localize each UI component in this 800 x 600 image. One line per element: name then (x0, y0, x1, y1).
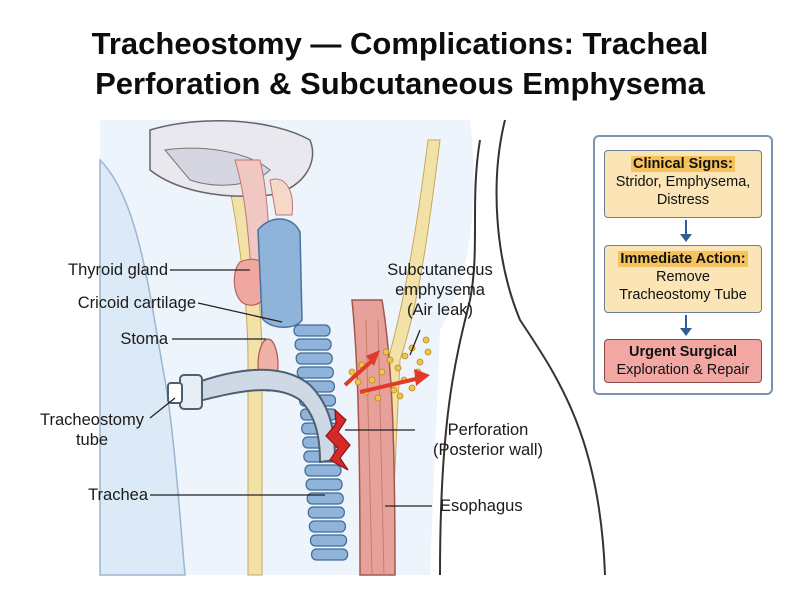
air-bubble (354, 378, 362, 386)
air-bubble (374, 394, 382, 402)
label-perforation-line-1: Perforation (447, 421, 529, 439)
flow-arrow-1-head (680, 234, 692, 242)
flow-step-immediate-action: Immediate Action: Remove Tracheostomy Tu… (604, 245, 762, 313)
label-perforation: Perforation (Posterior wall) (418, 420, 558, 460)
flow-step-2-line-2: Tracheostomy Tube (619, 287, 747, 303)
air-bubble (382, 348, 390, 356)
leader-tube (149, 397, 176, 419)
air-bubble (394, 364, 402, 372)
air-bubble (424, 348, 432, 356)
management-flowchart: Clinical Signs: Stridor, Emphysema, Dist… (593, 135, 773, 395)
label-subcutaneous-line-2: emphysema (395, 281, 485, 299)
leader-emphysema (409, 329, 421, 356)
trachea-ring (295, 352, 333, 365)
tube-flange (179, 374, 203, 410)
posterior-tissue (99, 158, 186, 576)
title-line-2: Perforation & Subcutaneous Emphysema (95, 66, 705, 101)
flow-step-urgent-surgical: Urgent Surgical Exploration & Repair (604, 339, 762, 383)
label-tracheostomy-line-2: tube (75, 431, 109, 449)
label-stoma: Stoma (120, 330, 168, 348)
air-bubble (386, 356, 394, 364)
trachea-ring (296, 366, 334, 379)
trachea-ring (311, 548, 349, 561)
trachea-ring (294, 338, 332, 351)
air-leak-arrow (359, 376, 421, 394)
air-bubble (390, 386, 398, 394)
flow-step-2-head: Immediate Action: (618, 251, 748, 267)
air-bubble (378, 368, 386, 376)
label-subcutaneous-line-3: (Air leak) (406, 301, 473, 319)
trachea-ring (307, 506, 345, 519)
flow-step-clinical-signs: Clinical Signs: Stridor, Emphysema, Dist… (604, 150, 762, 218)
skin-contour (439, 139, 481, 576)
flow-step-1-line-2: Distress (656, 192, 710, 208)
flow-step-2-line-1: Remove (656, 269, 710, 285)
air-bubble (348, 368, 356, 376)
label-trachea: Trachea (88, 486, 148, 504)
title-line-1: Tracheostomy — Complications: Tracheal (91, 26, 709, 61)
trachea-ring (306, 492, 344, 505)
flow-step-3-line-1: Exploration & Repair (616, 362, 750, 378)
leader-cricoid (197, 302, 283, 323)
trachea-ring (304, 464, 342, 477)
trachea-rings (293, 324, 349, 561)
trachea-ring (293, 324, 331, 337)
esophagus-stripe (377, 319, 385, 576)
label-perforation-line-2: (Posterior wall) (432, 441, 544, 459)
page-title: Tracheostomy — Complications: Tracheal P… (0, 24, 800, 104)
air-leak-arrow-head (366, 350, 380, 366)
air-bubble (416, 358, 424, 366)
air-leak-arrow (343, 356, 377, 387)
air-bubble (368, 376, 376, 384)
trachea-ring (305, 478, 343, 491)
flow-arrow-1-line (685, 220, 687, 234)
flow-arrow-2-head (680, 328, 692, 336)
perforation-mark (325, 408, 351, 471)
trachea-ring (308, 520, 346, 533)
air-bubble (401, 352, 409, 360)
label-tracheostomy-line-1: Tracheostomy (40, 411, 144, 429)
label-cricoid-cartilage: Cricoid cartilage (77, 294, 196, 312)
flow-step-1-line-1: Stridor, Emphysema, (615, 174, 751, 190)
tube-connector (167, 382, 183, 404)
label-esophagus: Esophagus (440, 497, 523, 515)
larynx (257, 218, 303, 328)
air-bubble (396, 392, 404, 400)
esophagus-stripe (365, 319, 373, 576)
flow-step-3-head: Urgent Surgical (629, 344, 737, 360)
label-subcutaneous-emphysema: Subcutaneous emphysema (Air leak) (380, 260, 500, 320)
air-bubble (408, 384, 416, 392)
label-thyroid-gland: Thyroid gland (68, 261, 168, 279)
label-subcutaneous-line-1: Subcutaneous (387, 261, 493, 279)
flow-arrow-2-line (685, 315, 687, 328)
trachea-ring (309, 534, 348, 547)
body-contour (495, 119, 606, 576)
epiglottis (269, 178, 294, 216)
flow-step-1-head: Clinical Signs: (631, 156, 735, 172)
label-tracheostomy-tube: Tracheostomy tube (22, 410, 162, 450)
air-leak-arrow-head (414, 369, 430, 386)
air-bubble (422, 336, 430, 344)
